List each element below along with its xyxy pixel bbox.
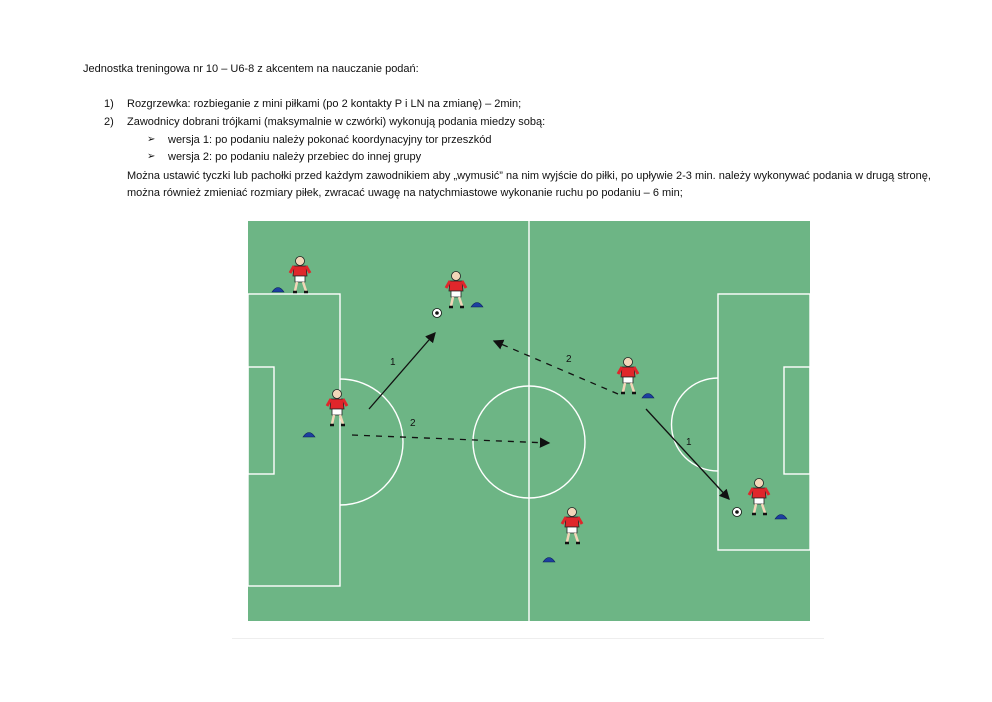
pitch-markings (248, 221, 810, 621)
list-number: 2) (104, 116, 114, 128)
arrow-bullet-icon: ➢ (147, 134, 156, 145)
pass-arrow-left-dashed (351, 434, 551, 448)
bullet-text: wersja 1: po podaniu należy pokonać koor… (168, 134, 492, 146)
pitch-diagram: 1 2 2 1 (248, 221, 810, 621)
pass-arrow-left-solid (368, 332, 436, 410)
page-title: Jednostka treningowa nr 10 – U6-8 z akce… (83, 63, 419, 75)
arrow-bullet-icon: ➢ (147, 151, 156, 162)
description-paragraph: Można ustawić tyczki lub pachołki przed … (127, 170, 931, 199)
pass-label: 1 (686, 437, 692, 448)
pass-arrows (351, 332, 730, 500)
pass-label: 1 (390, 357, 396, 368)
diagram-frame (232, 218, 824, 639)
pass-arrow-right-solid (645, 408, 730, 500)
bullet-text: wersja 2: po podaniu należy przebiec do … (168, 151, 422, 163)
pass-label: 2 (566, 354, 572, 365)
ball-icon (732, 507, 742, 517)
ball-icon (432, 308, 442, 318)
list-text: Rozgrzewka: rozbieganie z mini piłkami (… (127, 98, 522, 110)
pass-arrow-right-dashed (492, 339, 619, 395)
pass-label: 2 (410, 418, 416, 429)
list-text: Zawodnicy dobrani trójkami (maksymalnie … (127, 116, 546, 128)
list-number: 1) (104, 98, 114, 110)
